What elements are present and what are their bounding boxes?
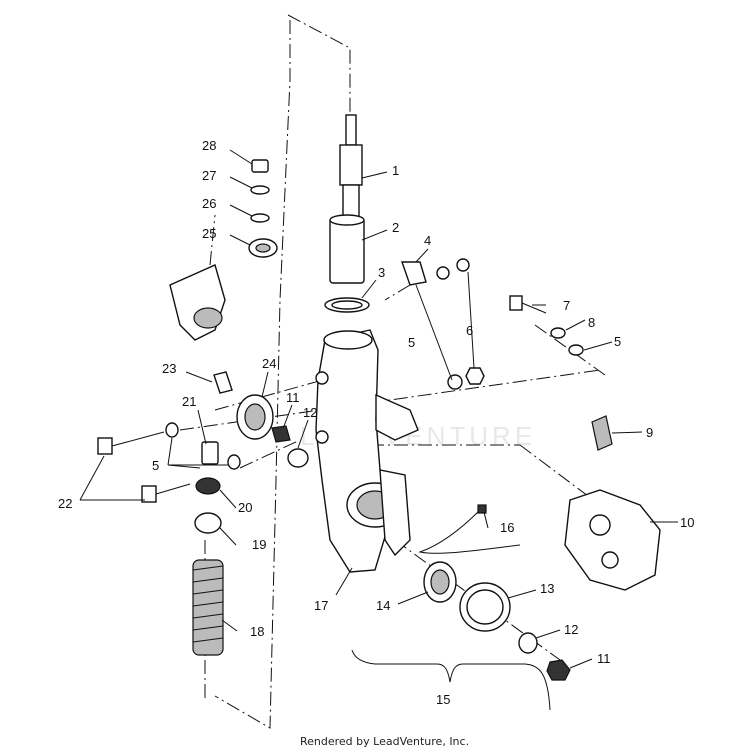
callout-5-left: 5: [152, 458, 159, 473]
callout-24: 24: [262, 356, 276, 371]
clip: [401, 261, 427, 286]
callout-15: 15: [436, 692, 450, 707]
callout-14: 14: [376, 598, 390, 613]
callout-10: 10: [680, 515, 694, 530]
washer-right-b: [568, 344, 584, 356]
bolt-left-lower: [141, 483, 191, 503]
callout-19: 19: [252, 537, 266, 552]
callout-21: 21: [182, 394, 196, 409]
washer-small-a: [436, 266, 450, 280]
nut-left-lower: [195, 477, 221, 495]
callout-8: 8: [588, 315, 595, 330]
sleeve: [329, 214, 365, 284]
mount-bracket: [169, 264, 226, 341]
callout-5-upper: 5: [408, 335, 415, 350]
washer-lower-right: [518, 632, 538, 654]
callout-5-right: 5: [614, 334, 621, 349]
callout-4: 4: [424, 233, 431, 248]
steering-shaft: [339, 114, 363, 221]
callout-3: 3: [378, 265, 385, 280]
leader-lines: [79, 149, 678, 711]
ring-inner: [331, 300, 363, 310]
callout-7: 7: [563, 298, 570, 313]
washer-left-small: [287, 448, 309, 468]
callout-25: 25: [202, 226, 216, 241]
callout-12-upper: 12: [303, 405, 317, 420]
grease-fitting: [213, 371, 233, 394]
nut-lower-right: [546, 659, 571, 681]
bearing-race-inner: [466, 589, 504, 625]
footer-credit: Rendered by LeadVenture, Inc.: [300, 735, 469, 748]
coil-spring: [192, 559, 224, 656]
callout-2: 2: [392, 220, 399, 235]
callout-1: 1: [392, 163, 399, 178]
callout-16: 16: [500, 520, 514, 535]
nut-left-small: [271, 425, 291, 443]
callout-26: 26: [202, 196, 216, 211]
callout-22: 22: [58, 496, 72, 511]
brake-caliper: [564, 489, 661, 591]
callout-18: 18: [250, 624, 264, 639]
callout-27: 27: [202, 168, 216, 183]
seal-left: [236, 394, 274, 440]
bolt-upper-right: [509, 295, 547, 314]
callout-11-lower: 11: [597, 651, 611, 666]
callout-11-upper: 11: [286, 390, 300, 405]
callout-9: 9: [646, 425, 653, 440]
washer-left-b: [227, 454, 241, 470]
wedge-block: [591, 415, 613, 451]
top-hardware-stack: [248, 159, 278, 258]
spring-cap: [194, 512, 222, 534]
bushing-left: [201, 441, 219, 465]
nut-small-a: [456, 258, 470, 272]
callout-28: 28: [202, 138, 216, 153]
assembly-center-lines: [179, 14, 606, 729]
callout-12-lower: 12: [564, 622, 578, 637]
callout-17: 17: [314, 598, 328, 613]
callout-13: 13: [540, 581, 554, 596]
callout-23: 23: [162, 361, 176, 376]
bolt-left-long: [97, 431, 165, 455]
callout-labels: 1 2 3 4 5 6 7 8 5 9 10 16 17 14 13 12 11…: [58, 138, 694, 707]
washer-small-b: [447, 374, 463, 390]
washer-left-a: [165, 422, 179, 438]
knuckle-housing: [315, 329, 419, 573]
seal-ring-inner: [430, 569, 450, 595]
sensor: [418, 504, 521, 554]
nut-small-b: [465, 367, 485, 385]
washer-right-a: [550, 327, 566, 339]
callout-6: 6: [466, 323, 473, 338]
callout-20: 20: [238, 500, 252, 515]
